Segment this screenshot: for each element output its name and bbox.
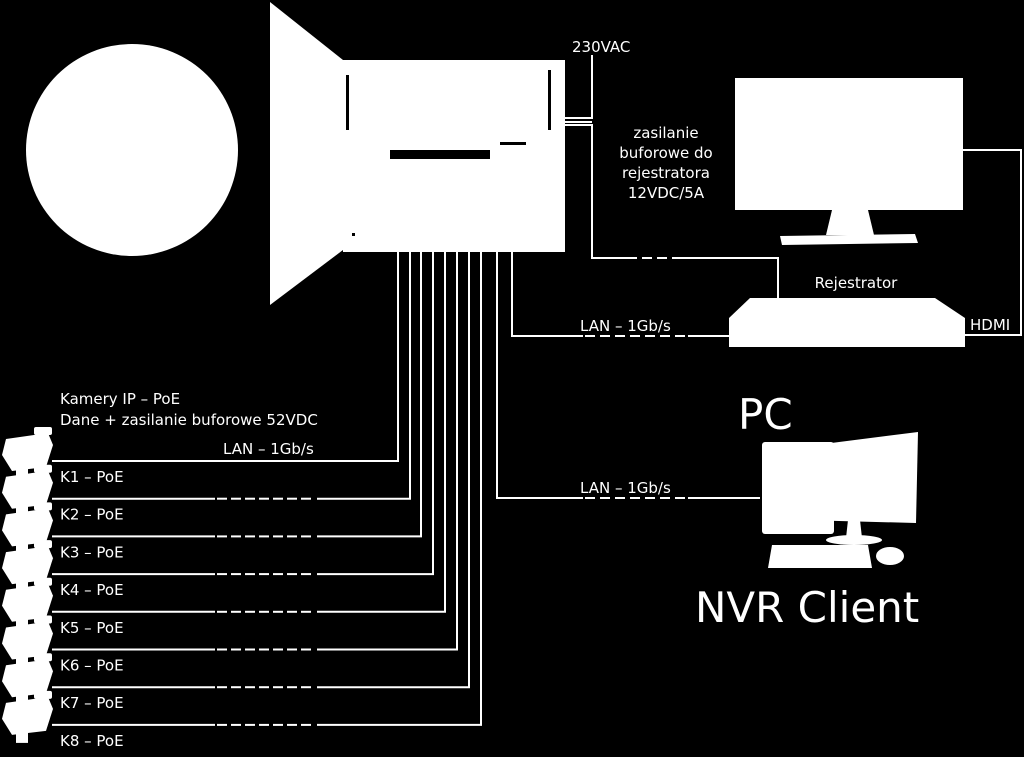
camera-cable bbox=[52, 252, 446, 613]
lan-recorder-label: LAN – 1Gb/s bbox=[580, 317, 671, 335]
camera-label: K1 – PoE bbox=[60, 468, 124, 486]
camera-label: K7 – PoE bbox=[60, 694, 124, 712]
monitor-icon bbox=[735, 78, 963, 245]
ip-camera-icon bbox=[2, 615, 53, 668]
camera-branch: K1 – PoE bbox=[2, 252, 399, 486]
camera-cable bbox=[52, 252, 470, 689]
camera-branch: K2 – PoE bbox=[2, 252, 411, 524]
camera-branch: K5 – PoE bbox=[2, 252, 446, 637]
lan-pc-label: LAN – 1Gb/s bbox=[580, 479, 671, 497]
nvr-client-label: NVR Client bbox=[695, 583, 919, 632]
recorder-icon bbox=[729, 298, 965, 347]
camera-cable bbox=[52, 252, 399, 462]
camera-label: K5 – PoE bbox=[60, 619, 124, 637]
ip-camera-icon bbox=[2, 540, 53, 593]
lan-pc-cable bbox=[496, 252, 760, 499]
camera-branch: K6 – PoE bbox=[2, 252, 458, 675]
ip-camera-icon bbox=[2, 653, 53, 706]
recorder-label: Rejestrator bbox=[815, 274, 898, 292]
camera-list: K1 – PoE K2 – PoE K3 – PoE K4 – PoE K5 – PoE… bbox=[2, 252, 482, 750]
camera-label: K3 – PoE bbox=[60, 543, 124, 561]
buffer-power-line2: buforowe do bbox=[619, 144, 712, 162]
camera-label: K8 – PoE bbox=[60, 732, 124, 750]
buffer-power-line3: rejestratora bbox=[622, 164, 710, 182]
mains-wire bbox=[565, 55, 593, 119]
camera-label: K4 – PoE bbox=[60, 581, 124, 599]
pc-workstation-icon bbox=[762, 432, 918, 568]
mains-label: 230VAC bbox=[572, 38, 630, 56]
camera-branch: K8 – PoE bbox=[2, 252, 482, 750]
cameras-heading-line1: Kamery IP – PoE bbox=[60, 390, 180, 408]
camera-cable bbox=[52, 252, 458, 651]
camera-cable bbox=[52, 252, 411, 500]
buffer-power-line4: 12VDC/5A bbox=[628, 184, 705, 202]
hdmi-label: HDMI bbox=[970, 316, 1010, 334]
poe-switch-enclosure bbox=[270, 2, 565, 305]
camera-cable bbox=[52, 252, 482, 726]
camera-label: K6 – PoE bbox=[60, 657, 124, 675]
hdmi-cable bbox=[963, 149, 1022, 336]
lan-cameras-label: LAN – 1Gb/s bbox=[223, 440, 314, 458]
camera-cable bbox=[52, 252, 434, 576]
buffer-power-wire bbox=[565, 124, 779, 298]
camera-label: K2 – PoE bbox=[60, 506, 124, 524]
ip-camera-icon bbox=[2, 690, 53, 743]
cameras-heading-line2: Dane + zasilanie buforowe 52VDC bbox=[60, 411, 318, 429]
enclosure-door bbox=[270, 2, 343, 305]
buffer-power-line1: zasilanie bbox=[633, 124, 698, 142]
camera-cable bbox=[52, 252, 422, 538]
camera-branch: K4 – PoE bbox=[2, 252, 434, 599]
camera-branch: K7 – PoE bbox=[2, 252, 470, 712]
round-cover bbox=[26, 44, 238, 256]
pc-label: PC bbox=[738, 390, 793, 439]
